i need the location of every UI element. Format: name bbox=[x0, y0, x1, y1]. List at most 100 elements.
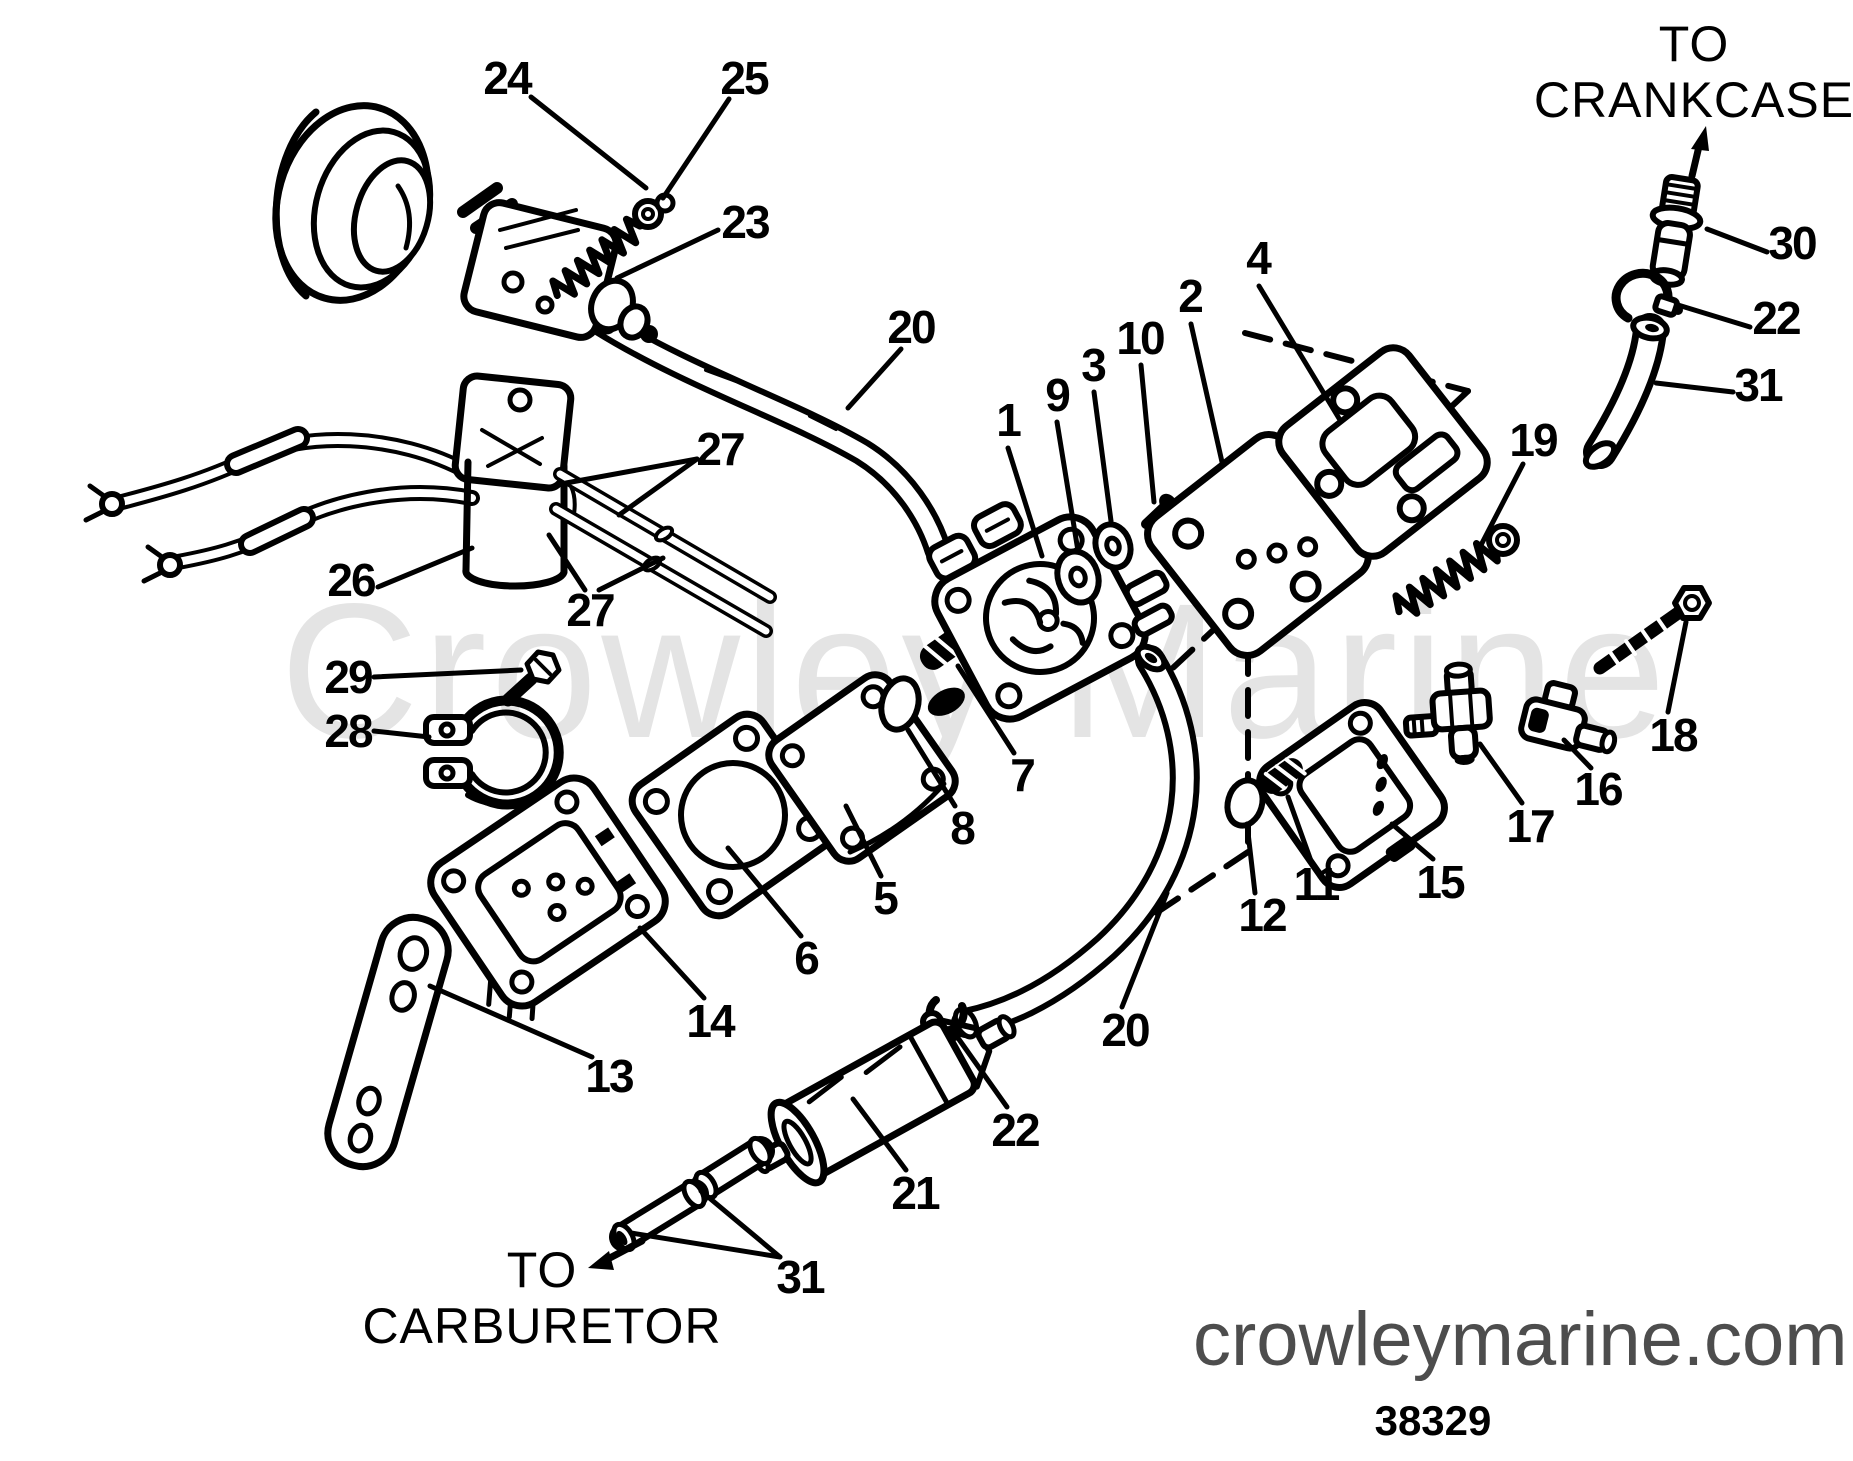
part-17-elbow-fitting bbox=[1402, 661, 1493, 765]
callout-27-lower-leader bbox=[596, 555, 666, 593]
callout-27-upper-leader bbox=[616, 456, 700, 518]
part-18-bolt bbox=[1593, 585, 1712, 675]
callout-1: 1 bbox=[996, 394, 1022, 446]
callout-4: 4 bbox=[1246, 232, 1272, 284]
callout-25: 25 bbox=[720, 52, 769, 104]
to-carburetor-line1: TO bbox=[506, 1242, 578, 1298]
callout-14: 14 bbox=[686, 995, 735, 1047]
callout-17-leader bbox=[1477, 741, 1525, 806]
part-22-clamp-upper bbox=[1611, 268, 1683, 323]
to-crankcase-line1: TO bbox=[1658, 16, 1730, 72]
callout-4-leader bbox=[1256, 283, 1343, 423]
to-crankcase-line2: CRANKCASE bbox=[1533, 72, 1853, 128]
drawing-number: 38329 bbox=[1374, 1397, 1492, 1444]
callout-7-leader bbox=[955, 663, 1017, 756]
callout-19: 19 bbox=[1509, 414, 1558, 466]
callout-16-leader bbox=[1561, 737, 1594, 771]
callout-25-leader bbox=[660, 96, 732, 201]
crankcase-arrow bbox=[1688, 126, 1709, 180]
callout-14-leader bbox=[637, 925, 707, 1001]
callout-8-leader bbox=[905, 727, 958, 809]
part-4-gasket bbox=[1275, 344, 1491, 560]
callout-12: 12 bbox=[1238, 889, 1287, 941]
callout-2: 2 bbox=[1178, 270, 1204, 322]
part-8-plunger-cap bbox=[878, 675, 922, 733]
part-30-fitting bbox=[1649, 174, 1704, 288]
callout-2-leader bbox=[1188, 321, 1225, 465]
callout-11-leader bbox=[1285, 794, 1314, 864]
to-crankcase-label: TO CRANKCASE bbox=[1534, 16, 1853, 128]
callout-26-leader bbox=[375, 545, 475, 590]
part-14-pump-base bbox=[427, 774, 669, 1022]
callout-8: 8 bbox=[950, 802, 976, 854]
callout-16: 16 bbox=[1574, 763, 1623, 815]
part-27-fuel-lines bbox=[549, 467, 777, 638]
callout-13-leader bbox=[427, 983, 595, 1060]
callout-21: 21 bbox=[891, 1167, 940, 1219]
callout-28: 28 bbox=[324, 705, 373, 757]
callout-28-leader bbox=[371, 728, 432, 740]
callout-29-leader bbox=[371, 667, 524, 680]
part-19-screw-spring bbox=[1392, 523, 1520, 617]
callout-15-leader bbox=[1389, 821, 1436, 862]
website-text: crowleymarine.com bbox=[1193, 1297, 1848, 1382]
callout-10: 10 bbox=[1116, 312, 1165, 364]
part-28-clamp bbox=[423, 695, 564, 810]
callout-23: 23 bbox=[721, 196, 770, 248]
callout-3: 3 bbox=[1081, 339, 1107, 391]
callout-22-upper-leader bbox=[1675, 302, 1753, 330]
part-12-cap bbox=[1224, 777, 1266, 829]
callout-27-lower: 27 bbox=[566, 584, 615, 636]
callout-7: 7 bbox=[1010, 749, 1036, 801]
callout-15: 15 bbox=[1416, 856, 1465, 908]
callout-1-leader bbox=[1005, 445, 1045, 559]
callout-20-upper: 20 bbox=[887, 301, 936, 353]
callout-11: 11 bbox=[1293, 858, 1341, 910]
callout-6: 6 bbox=[794, 932, 820, 984]
callout-13: 13 bbox=[585, 1050, 634, 1102]
callout-27-upper: 27 bbox=[696, 423, 745, 475]
callout-20-lower: 20 bbox=[1101, 1004, 1150, 1056]
callout-31-upper-leader bbox=[1653, 380, 1736, 395]
callout-5-leader bbox=[843, 803, 884, 879]
callout-10-leader bbox=[1138, 362, 1157, 505]
callout-20-upper-leader bbox=[845, 346, 904, 411]
callout-17: 17 bbox=[1506, 800, 1555, 852]
callout-9: 9 bbox=[1045, 369, 1071, 421]
callout-21-leader bbox=[850, 1096, 909, 1173]
part-13-bracket-strap bbox=[324, 913, 452, 1171]
callout-31-lower: 31 bbox=[776, 1251, 825, 1303]
callout-18-leader bbox=[1665, 619, 1689, 715]
callout-29: 29 bbox=[324, 651, 373, 703]
callout-6-leader bbox=[725, 845, 804, 939]
callout-22-lower: 22 bbox=[991, 1104, 1040, 1156]
callout-24: 24 bbox=[483, 52, 532, 104]
part-31-hose-upper bbox=[1582, 313, 1670, 470]
part-24-grommet bbox=[272, 102, 434, 304]
callout-30: 30 bbox=[1768, 217, 1817, 269]
part-16-elbow-fitting bbox=[1518, 680, 1618, 755]
callout-22-lower-leader bbox=[955, 1035, 1010, 1110]
callout-26: 26 bbox=[327, 554, 376, 606]
to-carburetor-label: TO CARBURETOR bbox=[362, 1242, 721, 1354]
part-11-spring bbox=[1261, 757, 1307, 794]
callout-27-upper-leader bbox=[563, 456, 700, 486]
callout-31-lower-leader bbox=[628, 1230, 783, 1260]
callout-27-lower-leader bbox=[546, 532, 588, 593]
callout-5: 5 bbox=[873, 872, 899, 924]
part-9-washer bbox=[1054, 548, 1102, 606]
callout-31-lower-leader bbox=[698, 1188, 783, 1260]
part-3-washer bbox=[1092, 521, 1134, 571]
callout-24-leader bbox=[528, 94, 649, 191]
part-20-fuel-hose-lower bbox=[951, 643, 1200, 1040]
callout-12-leader bbox=[1244, 821, 1258, 896]
callout-18: 18 bbox=[1649, 709, 1698, 761]
to-carburetor-line2: CARBURETOR bbox=[362, 1298, 722, 1354]
callout-9-leader bbox=[1054, 419, 1081, 554]
callout-30-leader bbox=[1704, 226, 1770, 255]
callout-23-leader bbox=[614, 227, 721, 281]
callout-3-leader bbox=[1091, 389, 1114, 524]
